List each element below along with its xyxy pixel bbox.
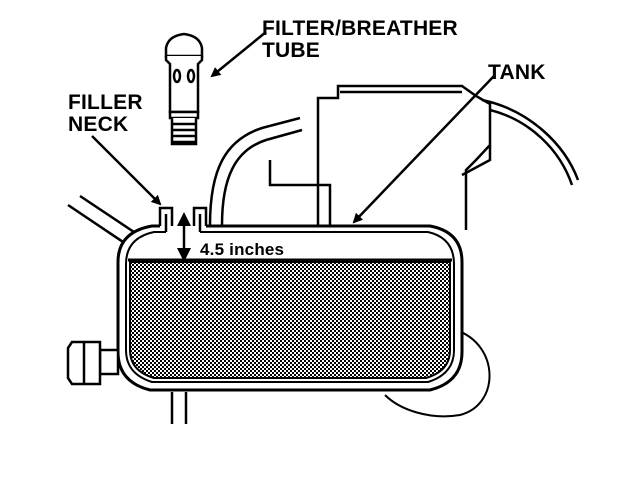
measurement-arrowhead-top [177, 212, 191, 226]
tank-label: TANK [488, 61, 546, 84]
filter-breather-tube-label: FILTER/BREATHER TUBE [262, 18, 458, 62]
filler-label-line1: FILLER [68, 91, 143, 114]
filler-leader-arrow [91, 135, 162, 206]
filter-breather-tube-part [164, 32, 204, 146]
tank-leader-arrow [352, 75, 495, 224]
drain-valve [66, 340, 120, 386]
filter-label-line1: FILTER/BREATHER [262, 17, 458, 40]
filler-neck [158, 206, 208, 232]
engine-outline [268, 84, 580, 230]
frame-rails [67, 194, 141, 250]
hose [208, 116, 303, 226]
wheel [384, 329, 491, 418]
tank-inner-wall [125, 231, 455, 383]
measurement-arrowhead-bottom [177, 248, 191, 262]
fluid-fill [129, 261, 451, 379]
filter-label-line2: TUBE [262, 39, 320, 62]
filter-leader-arrow [210, 31, 267, 78]
measurement-label: 4.5 inches [200, 240, 285, 259]
filler-label-line2: NECK [68, 113, 129, 136]
tank-leg [170, 392, 188, 424]
filler-neck-label: FILLER NECK [68, 92, 143, 136]
